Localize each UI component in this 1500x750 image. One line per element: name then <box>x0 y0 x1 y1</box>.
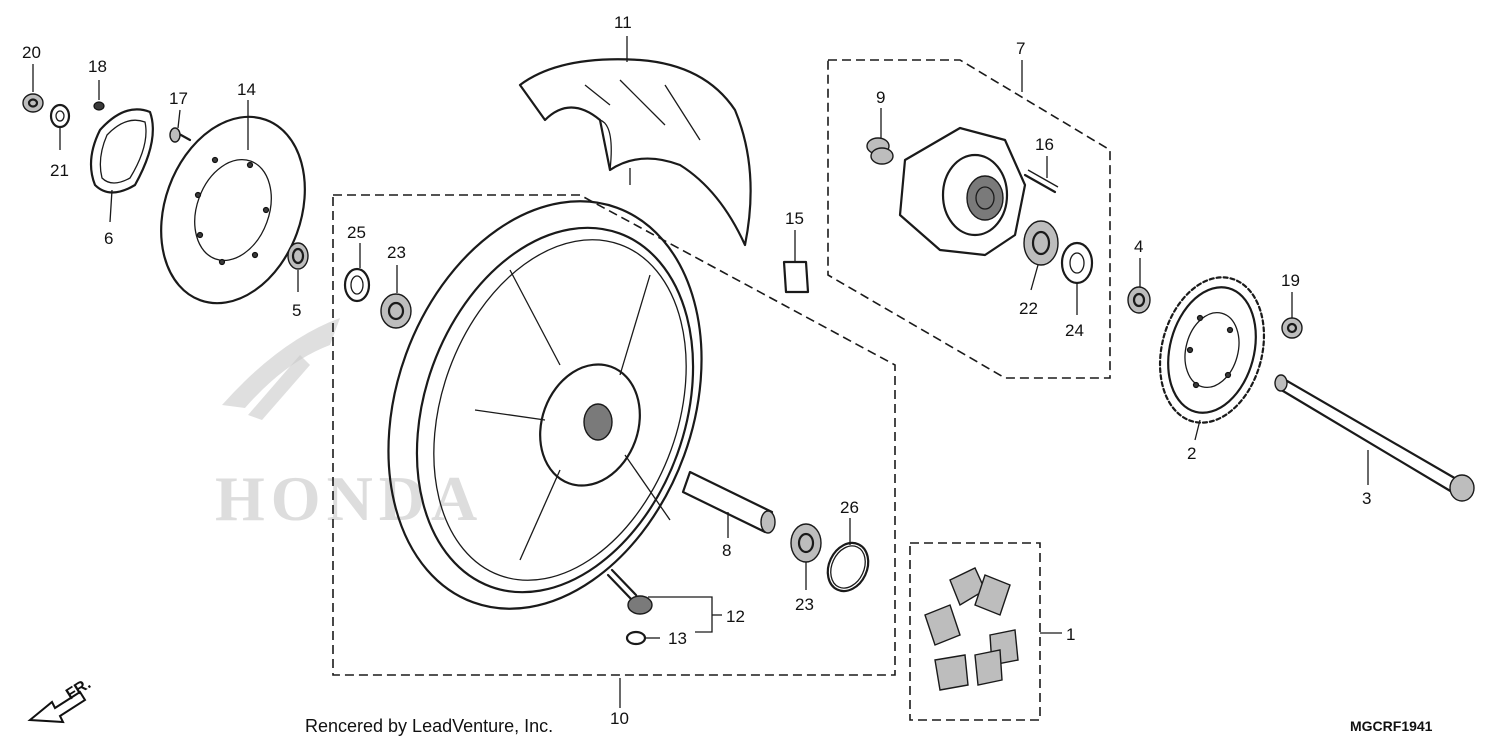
callout-3[interactable]: 3 <box>1362 489 1371 508</box>
part-23-bearing[interactable] <box>380 293 412 329</box>
part-8-distance-collar[interactable] <box>681 470 776 534</box>
callout-21[interactable]: 21 <box>50 161 69 180</box>
callout-12[interactable]: 12 <box>726 607 745 626</box>
callout-10[interactable]: 10 <box>610 709 629 728</box>
part-14-brake-disc[interactable] <box>136 97 329 324</box>
callout-7[interactable]: 7 <box>1016 39 1025 58</box>
part-23-bearing-lower[interactable] <box>790 523 822 563</box>
part-16-stud[interactable] <box>1023 169 1059 194</box>
part-17-bolt[interactable] <box>169 127 192 143</box>
callout-13[interactable]: 13 <box>668 629 687 648</box>
callout-6[interactable]: 6 <box>104 229 113 248</box>
part-19-nut[interactable] <box>1281 317 1303 339</box>
part-3-axle[interactable] <box>1274 374 1475 502</box>
callout-9[interactable]: 9 <box>876 88 885 107</box>
part-22-bearing[interactable] <box>1023 220 1059 266</box>
part-18-bolt[interactable] <box>93 101 105 111</box>
callout-15[interactable]: 15 <box>785 209 804 228</box>
callout-14[interactable]: 14 <box>237 80 256 99</box>
watermark-text: HONDA <box>215 463 483 534</box>
callout-19[interactable]: 19 <box>1281 271 1300 290</box>
part-5-collar[interactable] <box>287 242 309 270</box>
part-11-tire[interactable] <box>518 58 752 247</box>
callout-2[interactable]: 2 <box>1187 444 1196 463</box>
part-10-wheel[interactable] <box>334 157 756 653</box>
part-26-o-ring[interactable] <box>820 536 876 597</box>
callout-16[interactable]: 16 <box>1035 135 1054 154</box>
part-12-valve[interactable] <box>606 568 653 615</box>
hub-flange[interactable] <box>898 126 1027 257</box>
callout-11[interactable]: 11 <box>614 13 632 32</box>
part-4-collar[interactable] <box>1127 286 1151 314</box>
honda-watermark: HONDA <box>215 318 483 534</box>
callout-1[interactable]: 1 <box>1066 625 1075 644</box>
credit-text: Rencered by LeadVenture, Inc. <box>305 716 553 736</box>
callout-24[interactable]: 24 <box>1065 321 1084 340</box>
part-13-valve-seal[interactable] <box>625 630 647 646</box>
callout-18[interactable]: 18 <box>88 57 107 76</box>
damper-box <box>909 542 1041 721</box>
callout-20[interactable]: 20 <box>22 43 41 62</box>
part-25-seal[interactable] <box>343 267 371 303</box>
hub-assembly-box <box>827 59 1111 379</box>
part-21-washer[interactable] <box>49 103 71 129</box>
leader-lines <box>32 36 1369 708</box>
wheel-assembly-box <box>332 194 896 676</box>
callout-23-upper[interactable]: 23 <box>387 243 406 262</box>
part-24-seal[interactable] <box>1060 241 1094 285</box>
front-direction-arrow: FR. <box>27 675 94 724</box>
part-1-damper-rubbers[interactable] <box>924 567 1019 691</box>
part-9-collar[interactable] <box>866 137 894 165</box>
callout-labels: 20 18 17 14 21 6 5 25 23 11 15 9 7 16 22… <box>22 13 1371 728</box>
callout-22[interactable]: 22 <box>1019 299 1038 318</box>
figure-code: MGCRF1941 <box>1350 718 1433 734</box>
callout-17[interactable]: 17 <box>169 89 188 108</box>
part-20-nut[interactable] <box>22 93 44 113</box>
callout-26[interactable]: 26 <box>840 498 859 517</box>
part-15-balance-weight[interactable] <box>782 260 810 294</box>
callout-4[interactable]: 4 <box>1134 237 1143 256</box>
part-2-sprocket[interactable] <box>1145 266 1280 435</box>
callout-8[interactable]: 8 <box>722 541 731 560</box>
callout-23-lower[interactable]: 23 <box>795 595 814 614</box>
part-6-ring[interactable] <box>89 108 154 194</box>
callout-25[interactable]: 25 <box>347 223 366 242</box>
callout-5[interactable]: 5 <box>292 301 301 320</box>
